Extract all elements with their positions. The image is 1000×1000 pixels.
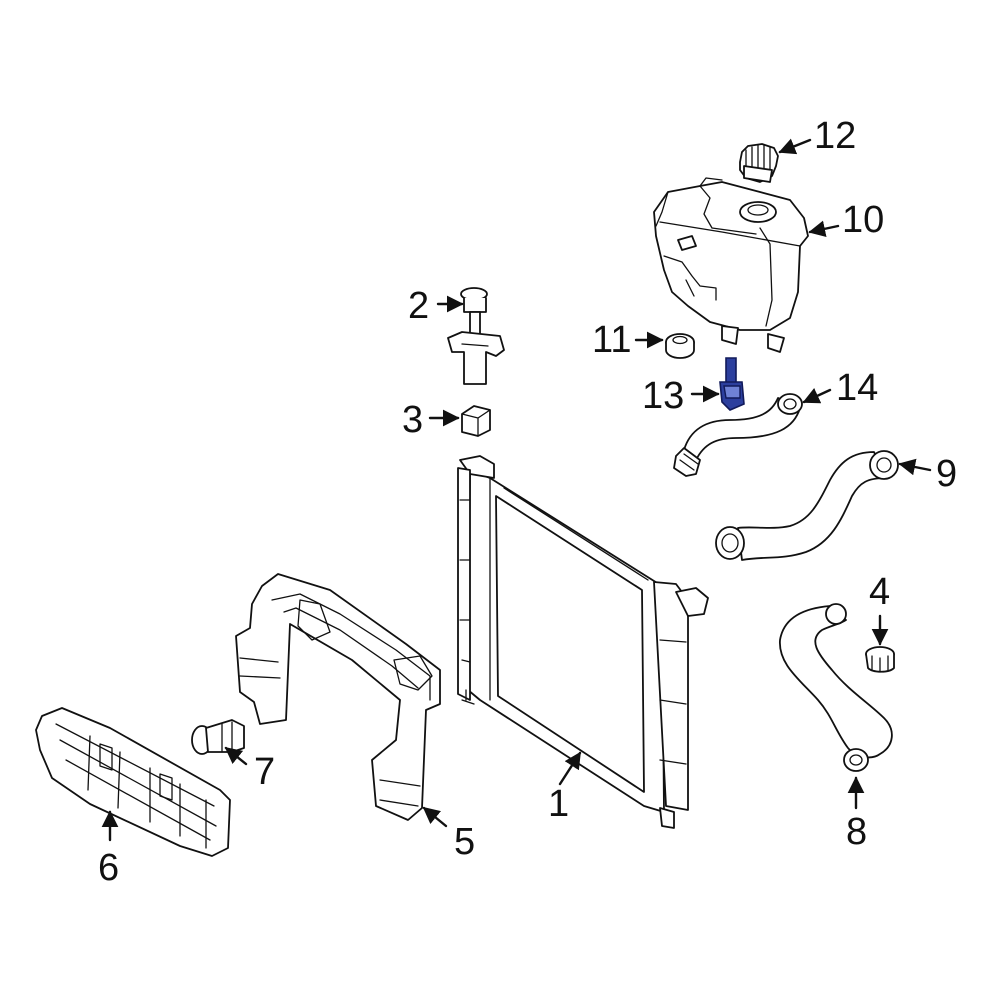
part-11-grommet[interactable] <box>665 333 695 359</box>
arrow-10 <box>808 220 840 238</box>
arrow-7 <box>224 746 248 766</box>
callout-3: 3 <box>402 399 423 441</box>
callout-10: 10 <box>842 199 884 241</box>
part-12-reservoir-cap[interactable] <box>739 143 779 183</box>
callout-12: 12 <box>814 115 856 157</box>
arrow-9 <box>898 458 932 476</box>
arrow-5 <box>422 806 448 828</box>
callout-1: 1 <box>548 783 569 825</box>
part-8-lower-radiator-hose[interactable] <box>779 603 893 772</box>
callout-11: 11 <box>592 319 631 361</box>
part-5-radiator-support[interactable] <box>235 573 441 821</box>
part-1-radiator[interactable] <box>457 455 709 829</box>
callout-9: 9 <box>936 453 957 495</box>
part-7-push-pin[interactable] <box>191 719 245 755</box>
callout-6: 6 <box>98 847 119 889</box>
callout-8: 8 <box>846 811 867 853</box>
arrow-14 <box>802 388 832 404</box>
part-14-reservoir-hose[interactable] <box>673 393 803 477</box>
callout-5: 5 <box>454 821 475 863</box>
callout-labels: 1 2 3 4 5 6 7 8 9 10 11 12 13 14 <box>98 115 957 889</box>
leader-arrows <box>101 138 932 842</box>
callout-14: 14 <box>836 367 878 409</box>
part-6-air-deflector[interactable] <box>35 707 231 857</box>
callout-4: 4 <box>869 571 890 613</box>
part-2-mounting-bracket[interactable] <box>447 287 505 385</box>
part-9-upper-radiator-hose[interactable] <box>715 450 899 561</box>
callout-13: 13 <box>642 375 684 417</box>
callout-7: 7 <box>254 751 275 793</box>
part-13-level-sensor[interactable] <box>719 357 745 411</box>
part-3-rubber-mount[interactable] <box>461 405 491 437</box>
arrow-12 <box>778 138 812 155</box>
part-4-hose-clamp[interactable] <box>865 646 895 673</box>
callout-2: 2 <box>408 285 429 327</box>
arrow-1 <box>558 751 582 786</box>
part-10-coolant-reservoir[interactable] <box>653 177 809 353</box>
